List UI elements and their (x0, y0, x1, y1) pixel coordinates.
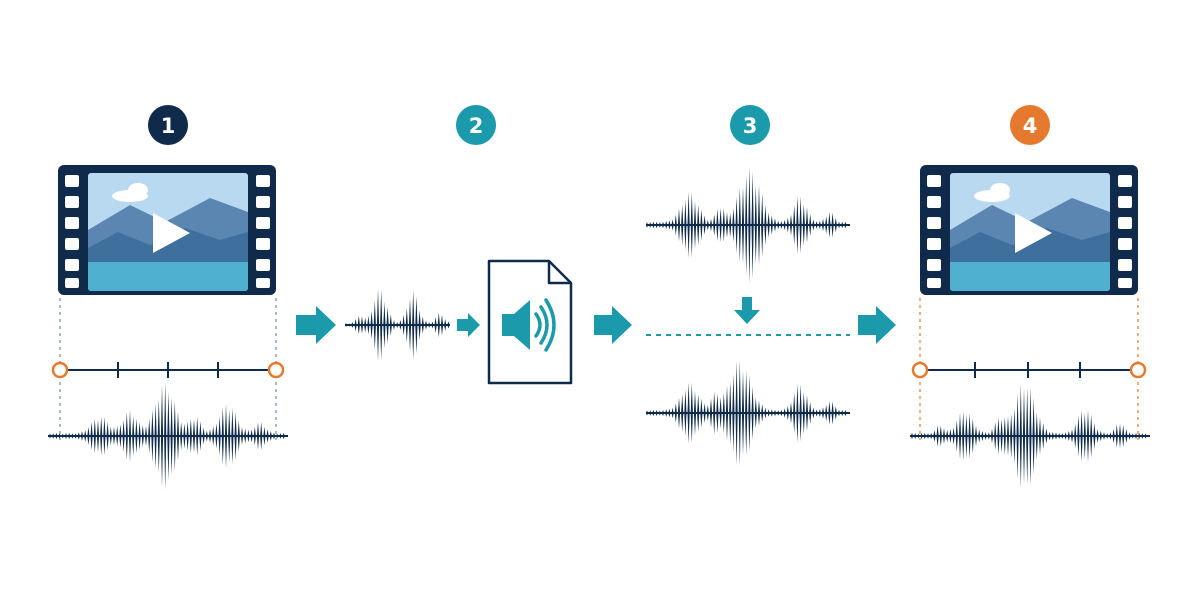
step-1-badge: 1 (148, 105, 188, 145)
step-3-badge: 3 (730, 105, 770, 145)
timeline-icon (51, 361, 285, 379)
waveform-icon (645, 360, 850, 466)
arrow-right-icon (594, 306, 632, 344)
waveform-icon (48, 382, 288, 490)
timeline-icon (911, 361, 1147, 379)
film-icon (920, 165, 1138, 295)
film-icon (58, 165, 276, 295)
waveform-icon (344, 288, 450, 362)
play-icon (1015, 213, 1052, 253)
arrow-down-icon (734, 297, 760, 324)
speaker-icon (502, 298, 556, 352)
step-3-number: 3 (743, 114, 758, 138)
play-icon (153, 213, 190, 253)
step-1-number: 1 (161, 114, 176, 138)
step-2-number: 2 (469, 114, 484, 138)
step-2-badge: 2 (456, 105, 496, 145)
audio-file-icon (487, 259, 573, 385)
waveform-icon (910, 384, 1150, 488)
step-4-badge: 4 (1010, 105, 1050, 145)
arrow-right-icon (457, 313, 480, 337)
arrow-right-icon (296, 306, 336, 344)
waveform-icon (645, 166, 850, 284)
arrow-right-icon (858, 306, 896, 344)
step-4-number: 4 (1023, 114, 1038, 138)
